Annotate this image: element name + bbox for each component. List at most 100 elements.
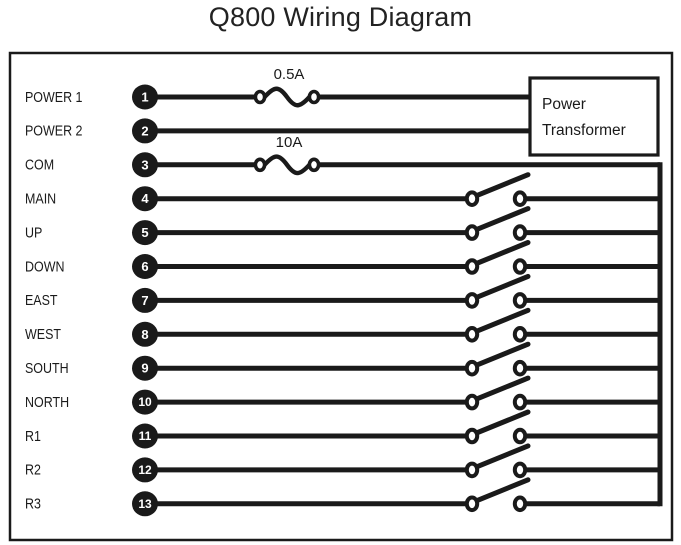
switch-blade — [471, 375, 531, 403]
terminal-dot — [132, 254, 158, 279]
terminal-dot — [132, 84, 158, 110]
terminal-6[interactable]: 6 — [132, 254, 158, 279]
terminal-dot — [132, 423, 158, 449]
switch-blade — [471, 240, 531, 267]
fuse-terminal-left — [253, 89, 267, 105]
terminal-number: 1 — [141, 90, 148, 105]
fuse-0.5A — [253, 86, 321, 108]
terminal-dot — [132, 220, 158, 246]
terminal-number: 10 — [138, 395, 152, 409]
switch-contact-left — [464, 190, 480, 207]
terminal-12[interactable]: 12 — [132, 457, 158, 483]
switch-south[interactable] — [464, 341, 531, 377]
switch-east[interactable] — [464, 273, 531, 309]
terminal-9[interactable]: 9 — [132, 355, 158, 381]
terminal-dot — [132, 186, 158, 212]
switch-contact-left — [464, 461, 480, 479]
fuse-label-0.5A: 0.5A — [274, 66, 305, 83]
switch-contact-left — [464, 292, 480, 309]
switch-contact-right — [512, 258, 528, 275]
terminal-dot — [132, 491, 158, 517]
terminal-number: 11 — [139, 429, 152, 443]
terminal-number: 8 — [141, 327, 148, 342]
page-title: Q800 Wiring Diagram — [208, 2, 473, 32]
terminal-number: 12 — [138, 463, 152, 477]
row-label-r3: R3 — [25, 496, 41, 512]
switch-blade — [471, 273, 531, 301]
fuse-10A — [253, 154, 321, 176]
switch-contact-left — [464, 427, 480, 445]
terminal-dot — [132, 321, 158, 347]
row-label-north: NORTH — [25, 394, 69, 410]
switch-contact-right — [512, 427, 528, 445]
switch-contact-left — [464, 495, 480, 513]
switch-contact-left — [464, 224, 480, 241]
terminal-2[interactable]: 2 — [132, 118, 158, 144]
row-label-com: COM — [25, 157, 54, 173]
switch-blade — [471, 477, 531, 505]
fuse-terminal-left — [253, 157, 267, 173]
terminal-number: 5 — [141, 225, 148, 240]
power-transformer-label-line2: Transformer — [542, 122, 626, 139]
row-label-south: SOUTH — [25, 360, 69, 376]
diagram-frame — [8, 51, 674, 542]
row-label-west: WEST — [25, 326, 61, 342]
row-label-up: UP — [25, 225, 42, 241]
switch-contact-right — [512, 393, 528, 411]
switch-contact-left — [464, 393, 480, 411]
terminal-number: 3 — [141, 157, 148, 172]
terminal-number: 13 — [138, 497, 152, 511]
terminal-dot — [132, 287, 158, 313]
switch-blade — [471, 341, 531, 369]
terminal-7[interactable]: 7 — [132, 287, 158, 313]
terminal-dot — [132, 457, 158, 483]
terminal-number: 7 — [141, 293, 148, 308]
switch-r3[interactable] — [464, 477, 531, 513]
terminal-10[interactable]: 10 — [132, 389, 158, 415]
switch-up[interactable] — [464, 206, 531, 241]
terminal-dot — [132, 355, 158, 381]
switch-r2[interactable] — [464, 443, 531, 479]
terminal-11[interactable]: 11 — [132, 423, 158, 449]
power-transformer-block: Power Transformer — [528, 76, 660, 157]
switch-blade — [471, 307, 531, 335]
power-transformer-box — [528, 76, 660, 157]
terminal-dot — [132, 152, 158, 178]
terminal-5[interactable]: 5 — [132, 220, 158, 246]
row-label-r1: R1 — [25, 428, 41, 444]
row-label-east: EAST — [25, 292, 58, 308]
switch-contact-right — [512, 326, 528, 343]
switches-layer — [464, 172, 531, 513]
terminal-number: 2 — [141, 123, 148, 138]
switch-contact-right — [512, 461, 528, 479]
terminal-8[interactable]: 8 — [132, 321, 158, 347]
row-label-power-2: POWER 2 — [25, 123, 82, 139]
switch-west[interactable] — [464, 307, 531, 343]
switch-main[interactable] — [464, 172, 531, 207]
terminal-number: 6 — [141, 259, 148, 274]
switch-contact-right — [512, 224, 528, 241]
terminal-1[interactable]: 1 — [132, 84, 158, 110]
switch-blade — [471, 443, 531, 471]
switch-r1[interactable] — [464, 409, 531, 445]
terminal-dot — [132, 389, 158, 415]
row-label-main: MAIN — [25, 191, 56, 207]
fuse-curve — [262, 86, 312, 108]
switch-down[interactable] — [464, 240, 531, 275]
terminal-number: 9 — [141, 361, 148, 376]
switch-contact-right — [512, 495, 528, 513]
switch-contact-left — [464, 258, 480, 275]
switch-north[interactable] — [464, 375, 531, 411]
switch-blade — [471, 172, 531, 200]
fuse-terminal-right — [307, 89, 321, 105]
terminal-4[interactable]: 4 — [132, 186, 158, 212]
terminal-3[interactable]: 3 — [132, 152, 158, 178]
terminal-13[interactable]: 13 — [132, 491, 158, 517]
wires-layer — [155, 94, 660, 507]
fuse-terminal-right — [307, 157, 321, 173]
